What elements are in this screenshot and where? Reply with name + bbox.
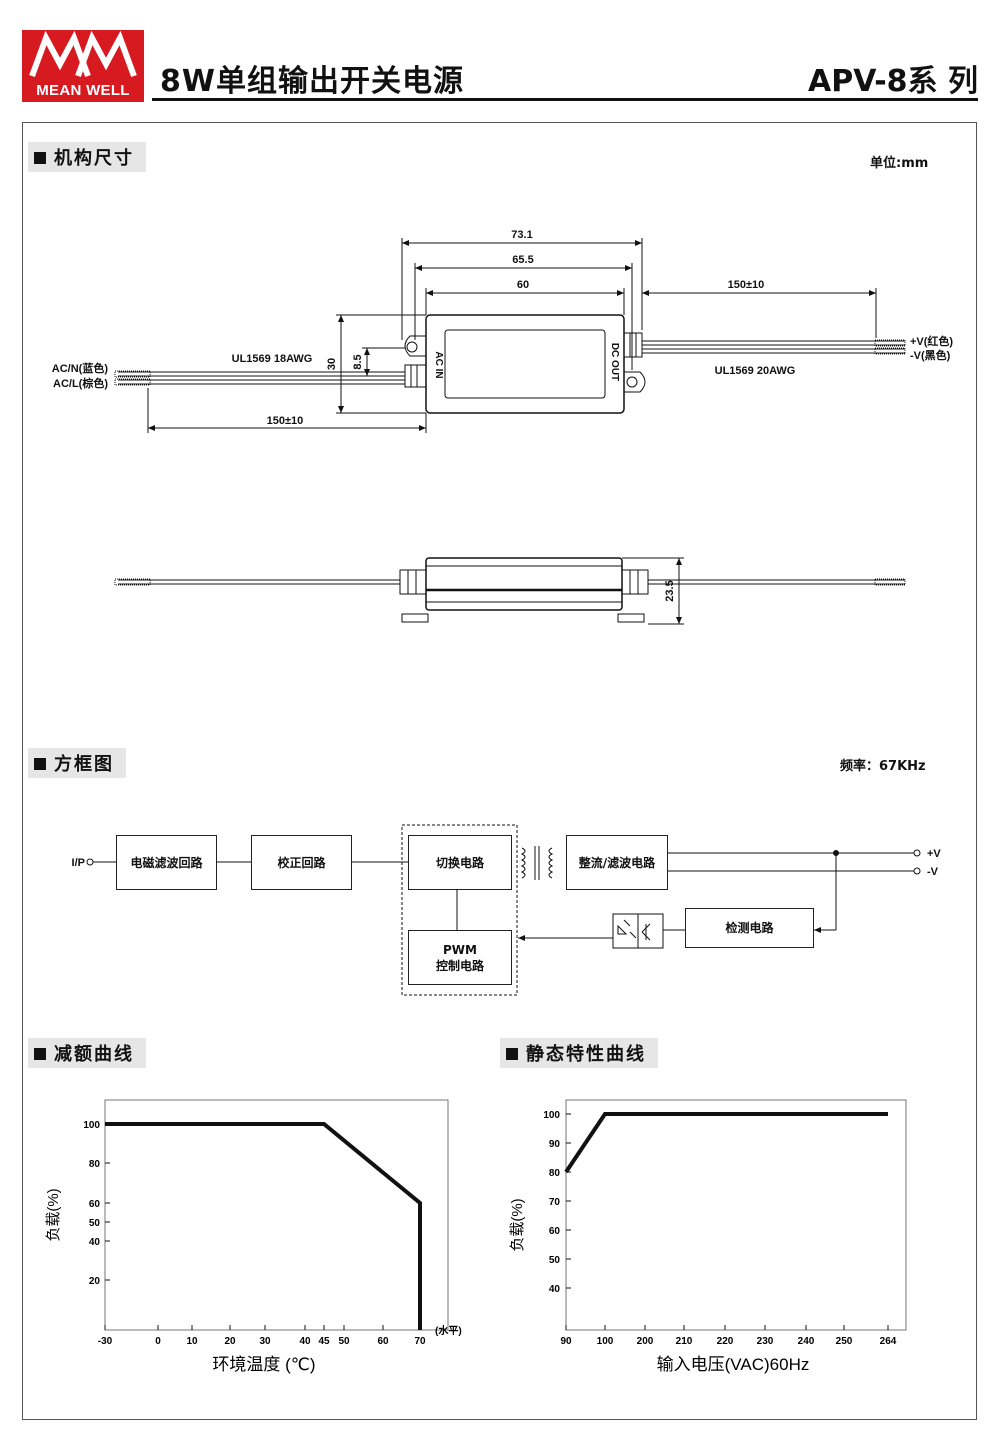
logo-wordmark: MEAN WELL	[36, 82, 130, 99]
dim-30: 30	[326, 358, 338, 370]
static-xtick-label: 230	[757, 1336, 774, 1347]
label-in-cable: UL1569 18AWG	[232, 353, 313, 365]
dim-65-5: 65.5	[512, 254, 533, 266]
static-xtick-label: 200	[637, 1336, 654, 1347]
derating-ytick-label: 20	[89, 1276, 101, 1287]
derating-ytick-label: 100	[83, 1120, 100, 1131]
block-switching: 切换电路	[408, 835, 512, 890]
mechanical-drawing: 73.1 65.5 60 150±10 150±10 30 8.5 23.5 A…	[52, 229, 953, 625]
derating-xtick-label: 60	[377, 1336, 389, 1347]
section-mechanical-title: 机构尺寸	[54, 148, 134, 169]
dim-23-5: 23.5	[664, 580, 676, 601]
derating-xtick-label: 40	[299, 1336, 311, 1347]
static-ytick-label: 60	[549, 1226, 561, 1237]
section-derating: 减额曲线	[28, 1038, 146, 1068]
section-derating-title: 减额曲线	[54, 1044, 134, 1065]
derating-xtick-label: 50	[338, 1336, 350, 1347]
static-xtick-label: 240	[798, 1336, 815, 1347]
static-ytick-label: 50	[549, 1255, 561, 1266]
static-xtick-label: 210	[676, 1336, 693, 1347]
block-output-rect: 整流/滤波电路	[566, 835, 668, 890]
static-xtick-label: 264	[880, 1336, 897, 1347]
derating-series-line	[105, 1122, 422, 1330]
derating-ytick-label: 60	[89, 1199, 101, 1210]
static-xlabel: 输入电压(VAC)60Hz	[657, 1355, 810, 1374]
static-ylabel: 负载(%)	[509, 1198, 526, 1251]
block-detection: 检测电路	[685, 908, 814, 948]
static-ytick-label: 90	[549, 1139, 561, 1150]
label-dc-out: DC OUT	[609, 343, 620, 381]
label-vplus-out: +V	[927, 848, 941, 860]
block-rectifier: 校正回路	[251, 835, 352, 890]
section-static-title: 静态特性曲线	[526, 1044, 646, 1065]
derating-xtick-label: 45	[318, 1336, 330, 1347]
label-vminus-out: -V	[927, 866, 939, 878]
derating-xtick-label: 10	[186, 1336, 198, 1347]
label-vminus: -V(黑色)	[910, 348, 951, 362]
static-series-line	[564, 1112, 888, 1174]
derating-ytick-label: 50	[89, 1218, 101, 1229]
section-block: 方框图	[28, 748, 126, 778]
label-ac-in: AC IN	[433, 351, 444, 378]
header-rule	[152, 98, 978, 101]
dim-150-left: 150±10	[267, 415, 304, 427]
dim-8-5: 8.5	[352, 354, 364, 369]
derating-plot-area	[104, 1099, 449, 1331]
static-ytick-label: 100	[543, 1110, 560, 1121]
static-ytick-label: 70	[549, 1197, 561, 1208]
mw-mark-icon	[29, 30, 137, 78]
section-block-title: 方框图	[54, 754, 114, 775]
static-xtick-label: 250	[836, 1336, 853, 1347]
section-static: 静态特性曲线	[500, 1038, 658, 1068]
static-chart: 100 90 80 70 60 50 40 90 100 200 210 220 230 240 250 26…	[509, 1099, 907, 1374]
static-xtick-label: 90	[560, 1336, 572, 1347]
label-acl: AC/L(棕色)	[53, 376, 108, 390]
static-xtick-label: 220	[717, 1336, 734, 1347]
static-ytick-label: 80	[549, 1168, 561, 1179]
static-plot-area	[565, 1099, 907, 1331]
dim-150-right: 150±10	[728, 279, 765, 291]
label-vplus: +V(红色)	[910, 334, 953, 348]
derating-ytick-label: 40	[89, 1237, 101, 1248]
label-acn: AC/N(蓝色)	[52, 361, 109, 375]
derating-xtick-label: -30	[98, 1336, 113, 1347]
derating-xtick-label: 0	[155, 1336, 161, 1347]
block-pwm-line1: PWM	[443, 942, 477, 957]
page-title: 8W单组输出开关电源	[160, 64, 464, 99]
label-ip: I/P	[72, 857, 85, 869]
dim-60: 60	[517, 279, 529, 291]
block-emi-filter: 电磁滤波回路	[116, 835, 217, 890]
derating-xtick-label: 30	[259, 1336, 271, 1347]
section-mechanical: 机构尺寸	[28, 142, 146, 172]
derating-ylabel: 负载(%)	[45, 1188, 62, 1241]
block-wires: I/P +V -V	[72, 824, 941, 996]
label-out-cable: UL1569 20AWG	[715, 365, 796, 377]
derating-axis-note: (水平)	[435, 1324, 462, 1337]
static-ytick-label: 40	[549, 1284, 561, 1295]
block-pwm-line2: 控制电路	[435, 958, 484, 973]
static-xtick-label: 100	[597, 1336, 614, 1347]
block-pwm: PWM 控制电路	[408, 930, 512, 985]
derating-xlabel: 环境温度 (℃)	[212, 1355, 315, 1374]
content-frame	[22, 122, 977, 1420]
derating-xtick-label: 70	[414, 1336, 426, 1347]
freq-label: 频率：67KHz	[840, 759, 926, 774]
derating-xtick-label: 20	[224, 1336, 236, 1347]
mean-well-logo: MEAN WELL	[22, 30, 144, 102]
series-title: APV-8系 列	[807, 64, 978, 99]
dim-73-1: 73.1	[511, 229, 532, 241]
unit-label: 单位:mm	[870, 156, 929, 171]
derating-ytick-label: 80	[89, 1159, 101, 1170]
